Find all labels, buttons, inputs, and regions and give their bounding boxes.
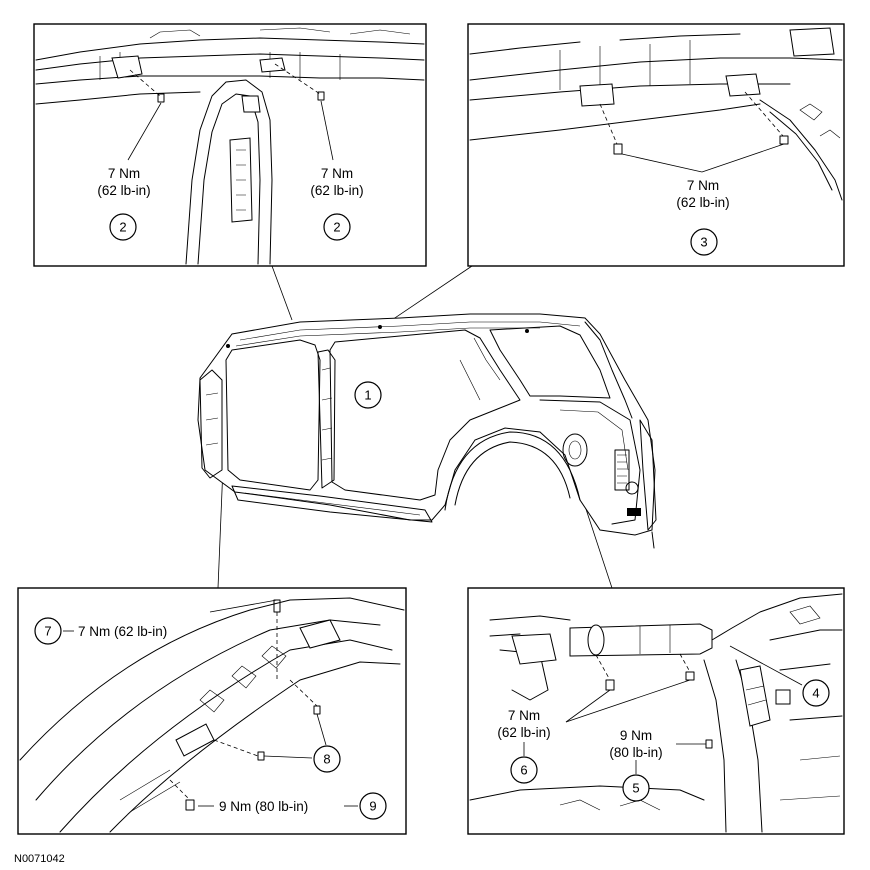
torque-label: (80 lb-in) (609, 745, 662, 760)
detail-panel-a-pillar: 7 Nm (62 lb-in) 9 Nm (80 lb-in) (17, 587, 407, 835)
svg-text:5: 5 (632, 781, 639, 796)
torque-label: 7 Nm (62 lb-in) (78, 624, 167, 639)
callout-8: 8 (313, 745, 341, 773)
svg-text:4: 4 (812, 686, 819, 701)
svg-text:2: 2 (333, 220, 340, 235)
detail-panel-rear-quarter: 7 Nm (62 lb-in) 9 Nm (80 lb-in) (467, 587, 845, 835)
callout-7: 7 (34, 617, 62, 645)
body-side-assembly (197, 313, 657, 549)
callout-6: 6 (510, 756, 538, 784)
callout-9: 9 (359, 792, 387, 820)
callout-1: 1 (354, 381, 382, 409)
torque-label: 7 Nm (687, 178, 719, 193)
torque-label: (62 lb-in) (97, 183, 150, 198)
callout-5: 5 (622, 774, 650, 802)
torque-label: 7 Nm (108, 166, 140, 181)
detail-panel-roof-front: 7 Nm (62 lb-in) 7 Nm (62 lb-in) (33, 23, 427, 267)
callout-4: 4 (802, 679, 830, 707)
figure-id: N0071042 (14, 853, 65, 865)
svg-text:6: 6 (520, 763, 527, 778)
svg-text:8: 8 (323, 752, 330, 767)
torque-label: (62 lb-in) (310, 183, 363, 198)
detail-panel-roof-rear: 7 Nm (62 lb-in) (467, 23, 845, 267)
torque-label: 9 Nm (620, 728, 652, 743)
svg-text:1: 1 (364, 388, 371, 403)
torque-label: 9 Nm (80 lb-in) (219, 799, 308, 814)
svg-text:2: 2 (119, 220, 126, 235)
callout-2-left: 2 (109, 213, 137, 241)
torque-label: 7 Nm (508, 708, 540, 723)
svg-text:9: 9 (369, 799, 376, 814)
callout-3: 3 (690, 228, 718, 256)
torque-label: (62 lb-in) (676, 195, 729, 210)
svg-text:3: 3 (700, 235, 707, 250)
callout-2-right: 2 (323, 213, 351, 241)
torque-label: 7 Nm (321, 166, 353, 181)
svg-text:7: 7 (44, 624, 51, 639)
torque-label: (62 lb-in) (497, 725, 550, 740)
